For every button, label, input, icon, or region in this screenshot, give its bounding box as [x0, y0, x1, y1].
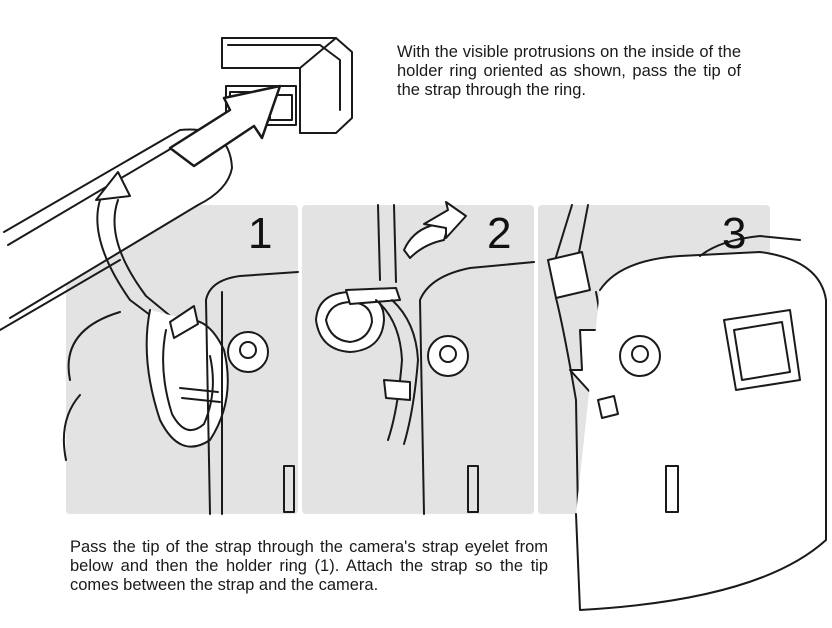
step-3-number: 3: [722, 209, 747, 258]
step-1-drawing: [62, 171, 299, 515]
step-2-number: 2: [487, 209, 512, 258]
step-1-number: 1: [248, 209, 273, 258]
holder-ring-caption: With the visible protrusions on the insi…: [397, 43, 741, 99]
insert-arrow-icon: [168, 84, 282, 168]
step-2-arrow-icon: [423, 201, 467, 239]
strap-eyelet-caption: Pass the tip of the strap through the ca…: [70, 538, 548, 594]
strap-drawing: [0, 128, 233, 331]
step-3-drawing: [547, 204, 827, 611]
step-2-drawing: [315, 201, 535, 515]
